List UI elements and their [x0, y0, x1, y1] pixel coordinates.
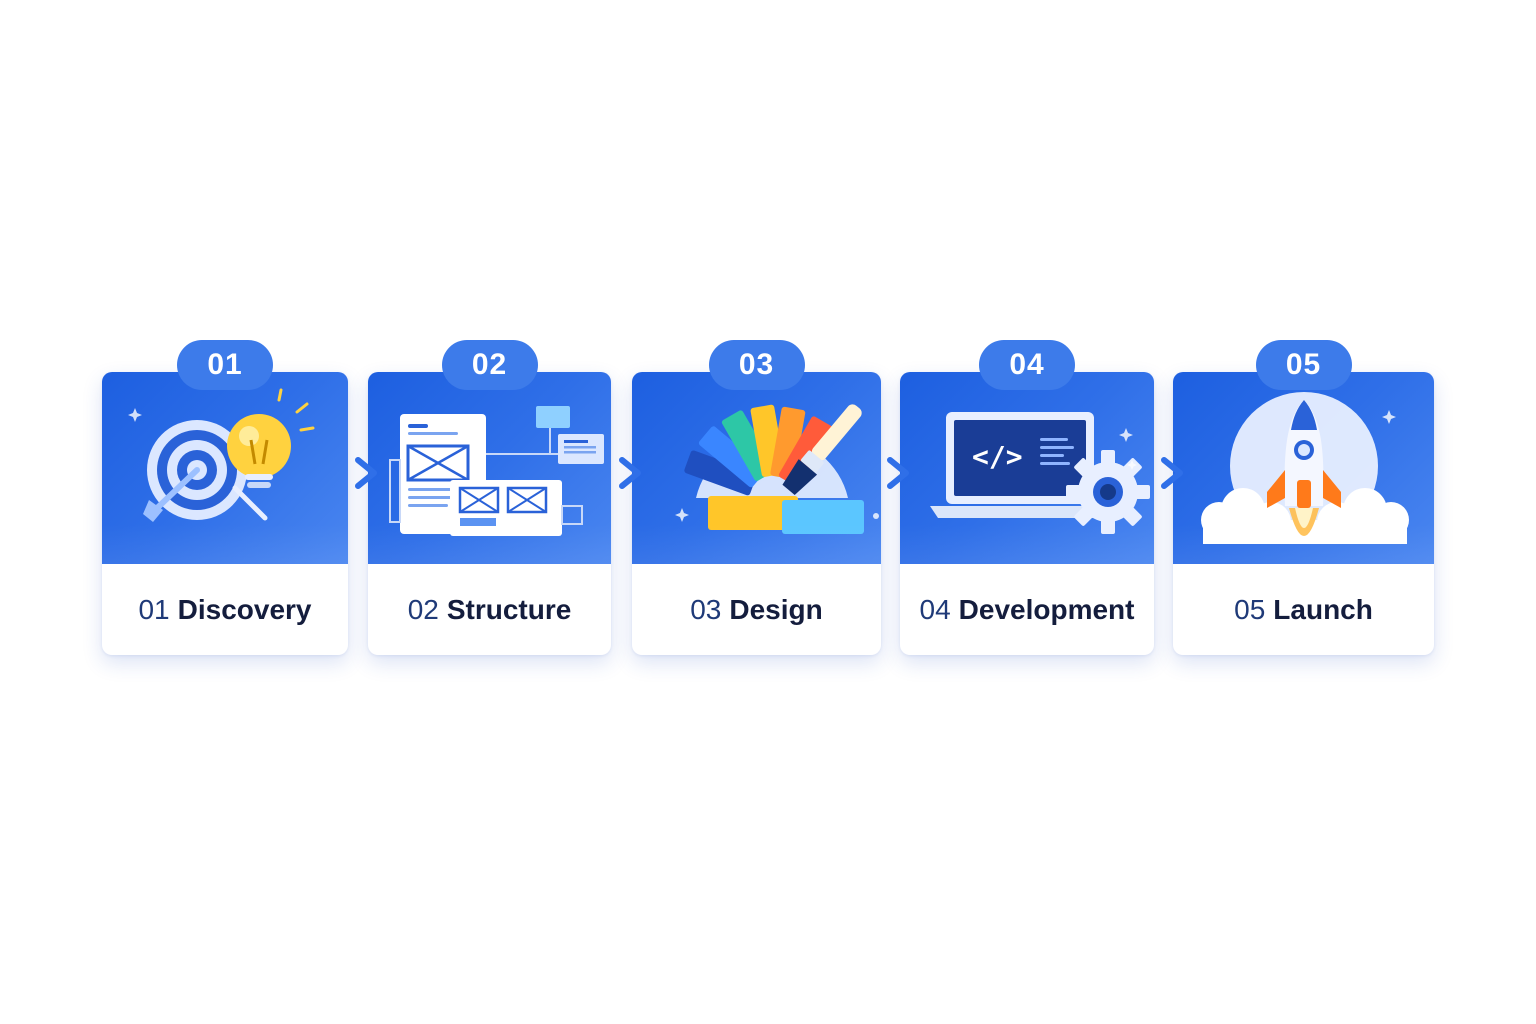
step-discovery: 01 Discovery 01 [102, 372, 348, 655]
step-number: 02 [408, 594, 439, 626]
step-structure: 02 Structure 02 [368, 372, 611, 655]
step-badge: 03 [709, 340, 805, 390]
step-title: Discovery [178, 594, 312, 626]
step-number: 04 [920, 594, 951, 626]
color-palette-brush-icon [652, 388, 862, 538]
step-card: 02 Structure [368, 372, 611, 655]
step-number: 01 [138, 594, 169, 626]
step-label: 05 Launch [1173, 564, 1434, 655]
step-number: 05 [1234, 594, 1265, 626]
step-title: Launch [1273, 594, 1373, 626]
step-label: 02 Structure [368, 564, 611, 655]
rocket-icon [1189, 388, 1419, 564]
chevron-right-icon [352, 456, 382, 490]
step-badge: 01 [177, 340, 273, 390]
chevron-right-icon [616, 456, 646, 490]
laptop-code-gear-icon: </> [922, 388, 1132, 538]
step-card: 05 Launch [1173, 372, 1434, 655]
chevron-right-icon [1158, 456, 1188, 490]
step-number: 03 [690, 594, 721, 626]
target-lightbulb-icon [125, 388, 325, 538]
step-title: Development [959, 594, 1135, 626]
step-illustration-panel [632, 372, 881, 564]
step-badge: 04 [979, 340, 1075, 390]
step-label: 03 Design [632, 564, 881, 655]
step-title: Design [729, 594, 822, 626]
step-illustration-panel: </> [900, 372, 1154, 564]
step-launch: 05 Launch 05 [1173, 372, 1434, 655]
svg-text:</>: </> [972, 440, 1023, 473]
step-card: </> [900, 372, 1154, 655]
step-design: 03 Design 03 [632, 372, 881, 655]
step-illustration-panel [102, 372, 348, 564]
step-badge: 05 [1256, 340, 1352, 390]
step-development: </> [900, 372, 1154, 655]
step-badge: 02 [442, 340, 538, 390]
step-card: 01 Discovery [102, 372, 348, 655]
chevron-right-icon [884, 456, 914, 490]
step-illustration-panel [1173, 372, 1434, 564]
step-title: Structure [447, 594, 571, 626]
wireframe-icon [390, 388, 590, 538]
step-label: 01 Discovery [102, 564, 348, 655]
step-illustration-panel [368, 372, 611, 564]
step-label: 04 Development [900, 564, 1154, 655]
step-card: 03 Design [632, 372, 881, 655]
